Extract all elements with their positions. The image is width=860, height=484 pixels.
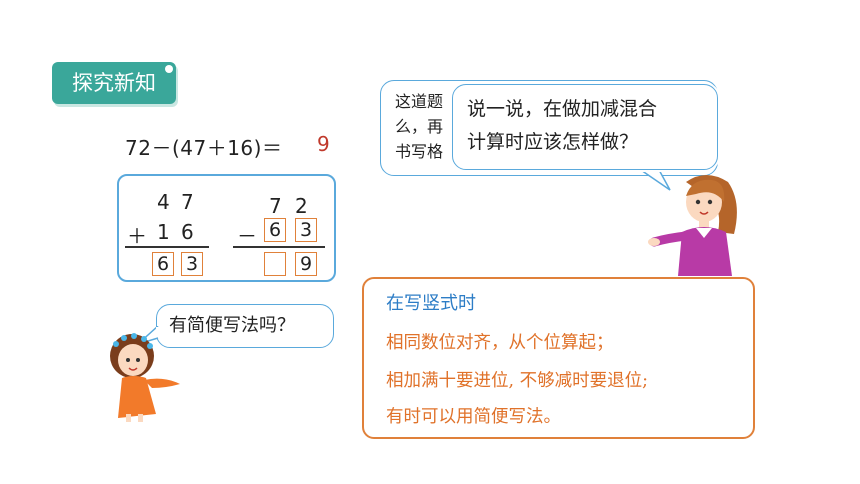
sub-bottom-ones-box: 3 (295, 218, 317, 242)
bubble-back-line-2: 么，再 (395, 117, 444, 136)
speech-bubble-small: 有简便写法吗？ (156, 304, 334, 348)
section-title-badge: 探究新知 (52, 62, 176, 104)
sub-bottom-tens-box: 6 (264, 218, 286, 242)
sub-divider-line (233, 246, 325, 248)
bubble-small-text: 有简便写法吗？ (169, 315, 295, 336)
sub-operator: － (237, 224, 257, 248)
speech-bubble-back-tail (637, 168, 671, 191)
rules-heading: 在写竖式时 (386, 293, 476, 314)
rule-line-2: 相加满十要进位, 不够减时要退位; (386, 371, 649, 391)
girl-character-illustration (110, 333, 180, 422)
add-result-tens-box: 6 (152, 252, 174, 276)
badge-dot (165, 65, 173, 73)
add-divider-line (125, 246, 209, 248)
bubble-back-line-3: 书写格 (395, 142, 444, 161)
sub-top-tens: 7 (269, 194, 282, 218)
add-bottom-ones: 6 (181, 220, 194, 244)
add-top-ones: 7 (181, 190, 194, 214)
rule-line-1: 相同数位对齐，从个位算起； (386, 333, 614, 353)
sub-result-tens-box (264, 252, 286, 276)
add-bottom-tens: 1 (157, 220, 170, 244)
add-result-ones-box: 3 (181, 252, 203, 276)
vertical-calculation-box: 4 7 ＋ 1 6 6 3 7 2 － 6 3 9 (117, 174, 336, 282)
speech-bubble-front: 说一说，在做加减混合 计算时应该怎样做？ (452, 84, 718, 170)
rules-summary-box: 在写竖式时 相同数位对齐，从个位算起； 相加满十要进位, 不够减时要退位; 有时… (362, 277, 755, 439)
rule-line-3: 有时可以用简便写法。 (386, 407, 561, 427)
equation-expression: 72－(47＋16)＝ (125, 136, 283, 160)
teacher-character-illustration (648, 175, 737, 276)
section-title: 探究新知 (72, 71, 156, 95)
bubble-back-line-1: 这道题 (395, 92, 444, 111)
add-top-tens: 4 (157, 190, 170, 214)
sub-top-ones: 2 (295, 194, 308, 218)
add-operator: ＋ (127, 224, 147, 248)
sub-result-ones-box: 9 (295, 252, 317, 276)
bubble-front-line-2: 计算时应该怎样做？ (467, 131, 639, 153)
bubble-front-line-1: 说一说，在做加减混合 (467, 98, 658, 120)
equation-answer: 9 (317, 132, 330, 156)
